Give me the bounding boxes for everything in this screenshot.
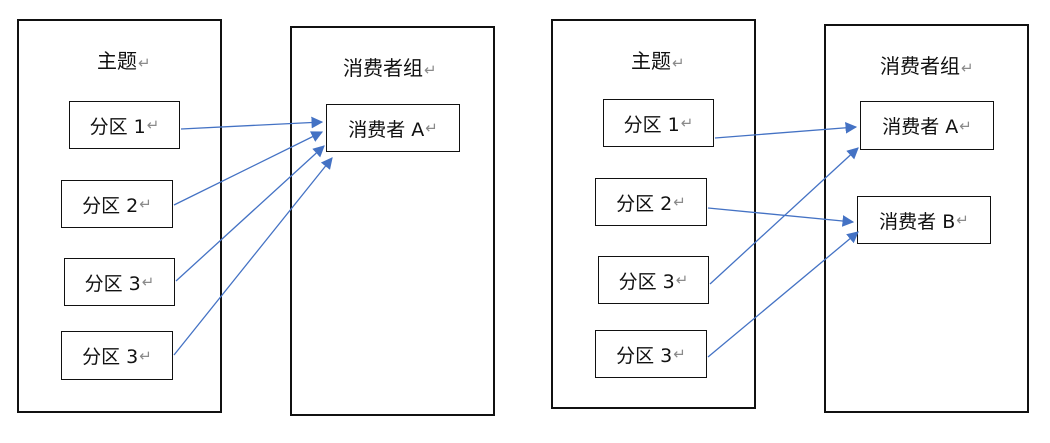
left-consumer-a: 消费者 A↵ xyxy=(326,104,460,152)
left-partition-2: 分区 2↵ xyxy=(61,180,173,228)
right-topic-title: 主题↵ xyxy=(631,49,685,73)
right-arrow-p1-to-consumer-a xyxy=(714,121,858,139)
right-partition-2: 分区 2↵ xyxy=(595,178,707,226)
left-arrow-p2-to-consumer-a xyxy=(173,131,324,206)
left-arrow-p3a-to-consumer-a xyxy=(175,145,325,282)
left-consumer-group-title: 消费者组↵ xyxy=(343,56,437,80)
right-consumer-a: 消费者 A↵ xyxy=(860,101,994,150)
left-partition-1: 分区 1↵ xyxy=(69,101,180,149)
left-partition-3b: 分区 3↵ xyxy=(61,331,173,380)
right-arrow-p3a-to-consumer-a xyxy=(709,147,859,285)
right-partition-1: 分区 1↵ xyxy=(603,99,714,147)
left-arrow-p1-to-consumer-a xyxy=(180,116,324,130)
left-partition-3a: 分区 3↵ xyxy=(64,258,175,306)
left-topic-title: 主题↵ xyxy=(97,49,151,73)
right-arrow-p2-to-consumer-b xyxy=(707,207,855,227)
right-partition-3a: 分区 3↵ xyxy=(598,256,709,304)
right-arrow-p3b-to-consumer-b xyxy=(707,231,859,358)
right-consumer-group-title: 消费者组↵ xyxy=(880,54,974,78)
right-partition-3b: 分区 3↵ xyxy=(595,330,707,378)
left-arrow-p3b-to-consumer-a xyxy=(173,157,333,356)
right-consumer-b: 消费者 B↵ xyxy=(857,196,991,244)
left-consumer-group-frame xyxy=(290,26,495,416)
